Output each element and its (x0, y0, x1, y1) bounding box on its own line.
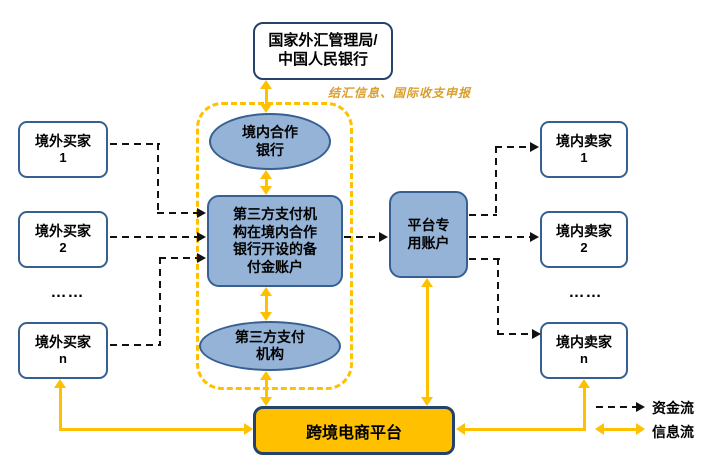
seller-1-label: 境内卖家 (556, 132, 612, 149)
payment-institution-ellipse: 第三方支付 机构 (199, 321, 341, 371)
sellers-ellipsis: …… (568, 284, 603, 301)
platform-account-box: 平台专 用账户 (389, 191, 468, 278)
seller-2-num: 2 (580, 240, 588, 256)
buyer-2-num: 2 (59, 240, 67, 256)
buyers-ellipsis: …… (50, 284, 85, 301)
buyer-2-label: 境外买家 (35, 222, 91, 239)
seller-n-label: 境内卖家 (556, 333, 612, 350)
legend-info-flow-label: 信息流 (652, 424, 694, 440)
settlement-note-label: 结汇信息、国际收支申报 (328, 86, 472, 100)
buyer-n-label: 境外买家 (35, 333, 91, 350)
domestic-bank-ellipse: 境内合作 银行 (209, 113, 331, 170)
payment-group-container (196, 102, 353, 390)
seller-n-num: n (580, 351, 588, 367)
buyer-1-num: 1 (59, 150, 67, 166)
regulator-box: 国家外汇管理局/ 中国人民银行 (253, 22, 393, 80)
seller-2-label: 境内卖家 (556, 222, 612, 239)
reserve-account-box: 第三方支付机 构在境内合作 银行开设的备 付金账户 (207, 195, 343, 287)
legend-fund-flow-label: 资金流 (652, 400, 694, 416)
buyer-n-num: n (59, 351, 67, 367)
seller-1-num: 1 (580, 150, 588, 166)
platform-box: 跨境电商平台 (253, 406, 455, 455)
buyer-1-label: 境外买家 (35, 132, 91, 149)
